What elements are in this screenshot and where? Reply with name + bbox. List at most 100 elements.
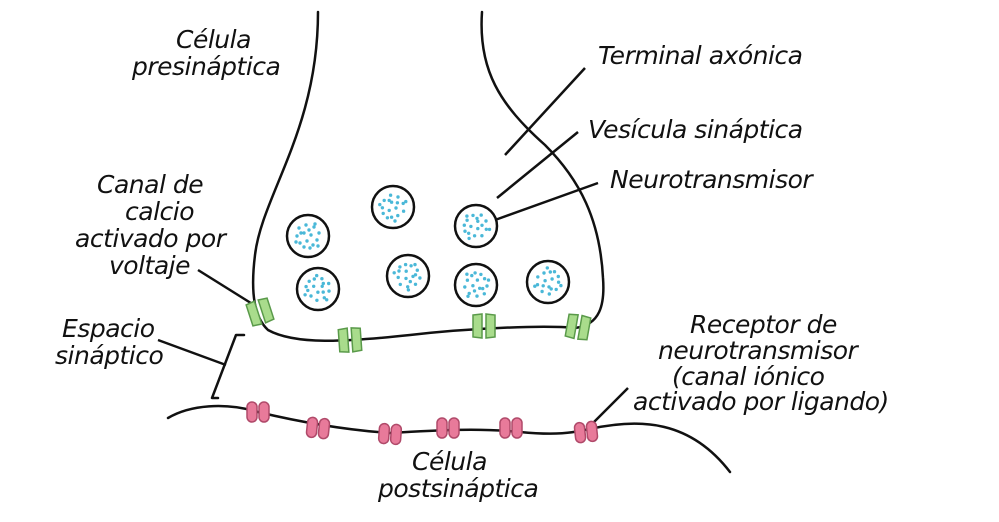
neurotransmitter-dot bbox=[325, 298, 329, 302]
neurotransmitter-dot bbox=[485, 284, 489, 288]
neurotransmitter-dot bbox=[398, 282, 402, 287]
neurotransmitter-dot bbox=[536, 275, 540, 279]
neurotransmitter-dot bbox=[487, 227, 492, 232]
neurotransmitter-dot bbox=[305, 239, 309, 243]
neurotransmitter-receptors bbox=[246, 401, 599, 446]
calcium-channel bbox=[245, 297, 275, 327]
neurotransmitter-dot bbox=[381, 211, 385, 216]
neurotransmitter-dot bbox=[321, 281, 325, 286]
neurotransmitter-dot bbox=[556, 274, 560, 279]
neurotransmitter-dot bbox=[418, 276, 422, 280]
neurotransmitter-dot bbox=[471, 284, 475, 288]
neurotransmitter-dot bbox=[547, 292, 551, 296]
neurotransmitter-dot bbox=[475, 216, 479, 221]
calcium-channel bbox=[564, 313, 592, 341]
neurotransmitter-dot bbox=[295, 234, 299, 238]
neurotransmitter-dot bbox=[315, 238, 319, 242]
neurotransmitter-dot bbox=[476, 226, 480, 231]
neurotransmitter-dot bbox=[475, 294, 479, 298]
receptor bbox=[436, 417, 460, 439]
synaptic-vesicle bbox=[525, 259, 571, 305]
neurotransmitter-dot bbox=[389, 200, 394, 204]
label-calcium-channel-4: voltaje bbox=[109, 251, 190, 280]
leader-neurotransmitter bbox=[494, 181, 599, 222]
neurotransmitter-dot bbox=[309, 294, 313, 298]
receptor bbox=[573, 420, 599, 444]
leader-axon-terminal bbox=[504, 67, 586, 156]
neurotransmitter-dot bbox=[486, 278, 491, 282]
neurotransmitter-dot bbox=[315, 273, 319, 278]
neurotransmitter-dot bbox=[482, 277, 487, 281]
label-receptor-3: (canal iónico bbox=[672, 362, 825, 391]
neurotransmitter-dot bbox=[472, 289, 477, 293]
neurotransmitter-dot bbox=[478, 286, 482, 290]
neurotransmitter-dot bbox=[389, 215, 394, 219]
label-calcium-channel-3: activado por bbox=[75, 224, 228, 253]
receptor bbox=[499, 417, 523, 439]
synaptic-vesicle bbox=[370, 184, 416, 230]
neurotransmitter-dot bbox=[465, 218, 469, 222]
synaptic-vesicle bbox=[285, 213, 331, 259]
calcium-channels bbox=[245, 297, 592, 353]
neurotransmitter-dot bbox=[302, 245, 306, 249]
neurotransmitter-dot bbox=[484, 227, 488, 231]
label-postsynaptic-cell-2: postsináptica bbox=[377, 474, 538, 503]
neurotransmitter-dot bbox=[470, 273, 474, 278]
neurotransmitter-dot bbox=[413, 282, 418, 286]
synaptic-vesicle bbox=[295, 266, 341, 312]
neurotransmitter-dot bbox=[327, 289, 331, 293]
neurotransmitter-dot bbox=[396, 213, 400, 218]
neurotransmitter-dot bbox=[408, 279, 412, 284]
neurotransmitter-dot bbox=[467, 236, 471, 241]
neurotransmitter-dot bbox=[309, 233, 313, 237]
leader-calcium-channel bbox=[197, 268, 255, 307]
neurotransmitter-dot bbox=[387, 198, 391, 203]
neurotransmitter-dot bbox=[467, 231, 471, 235]
neurotransmitter-dot bbox=[471, 213, 475, 218]
neurotransmitter-dot bbox=[409, 264, 413, 268]
neurotransmitter-dot bbox=[465, 214, 469, 218]
neurotransmitter-dot bbox=[465, 272, 469, 276]
neurotransmitter-dot bbox=[387, 208, 391, 213]
neurotransmitter-dot bbox=[388, 193, 393, 197]
neurotransmitter-dot bbox=[304, 223, 308, 227]
label-calcium-channel-2: calcio bbox=[125, 197, 194, 226]
neurotransmitter-dot bbox=[545, 266, 549, 270]
neurotransmitter-dot bbox=[303, 293, 307, 297]
neurotransmitter-dot bbox=[559, 283, 563, 288]
neurotransmitter-dot bbox=[480, 223, 484, 227]
neurotransmitter-dot bbox=[316, 244, 320, 248]
neurotransmitter-dot bbox=[321, 290, 325, 294]
neurotransmitter-dot bbox=[396, 195, 400, 199]
neurotransmitter-dot bbox=[403, 262, 408, 267]
neurotransmitter-dot bbox=[392, 271, 396, 275]
neurotransmitter-dot bbox=[482, 292, 486, 296]
neurotransmitter-dot bbox=[404, 269, 408, 273]
neurotransmitter-dot bbox=[404, 199, 408, 204]
neurotransmitter-dot bbox=[306, 288, 310, 293]
neurotransmitter-dot bbox=[415, 268, 419, 272]
neurotransmitter-dot bbox=[327, 281, 331, 286]
neurotransmitter-dot bbox=[535, 283, 540, 287]
neurotransmitter-dot bbox=[469, 224, 473, 229]
neurotransmitter-dot bbox=[463, 229, 467, 233]
neurotransmitter-dot bbox=[411, 274, 415, 279]
neurotransmitter-dot bbox=[406, 285, 410, 289]
label-synaptic-vesicle: Vesícula sináptica bbox=[588, 115, 803, 144]
neurotransmitter-dot bbox=[552, 270, 557, 274]
label-synaptic-cleft-2: sináptico bbox=[55, 341, 163, 370]
neurotransmitter-dot bbox=[308, 246, 312, 250]
neurotransmitter-dot bbox=[393, 219, 397, 223]
label-presynaptic-cell-1: Célula bbox=[176, 25, 251, 54]
neurotransmitter-dot bbox=[312, 225, 316, 229]
neurotransmitter-dot bbox=[322, 296, 326, 300]
leader-synaptic-vesicle bbox=[496, 131, 579, 199]
neurotransmitter-dot bbox=[380, 206, 385, 210]
neurotransmitter-dot bbox=[479, 213, 483, 217]
label-postsynaptic-cell-1: Célula bbox=[412, 447, 487, 476]
leader-receptor bbox=[589, 387, 629, 427]
neurotransmitter-dot bbox=[479, 272, 483, 277]
cleft-bracket bbox=[210, 333, 246, 400]
synaptic-vesicle bbox=[385, 253, 431, 299]
